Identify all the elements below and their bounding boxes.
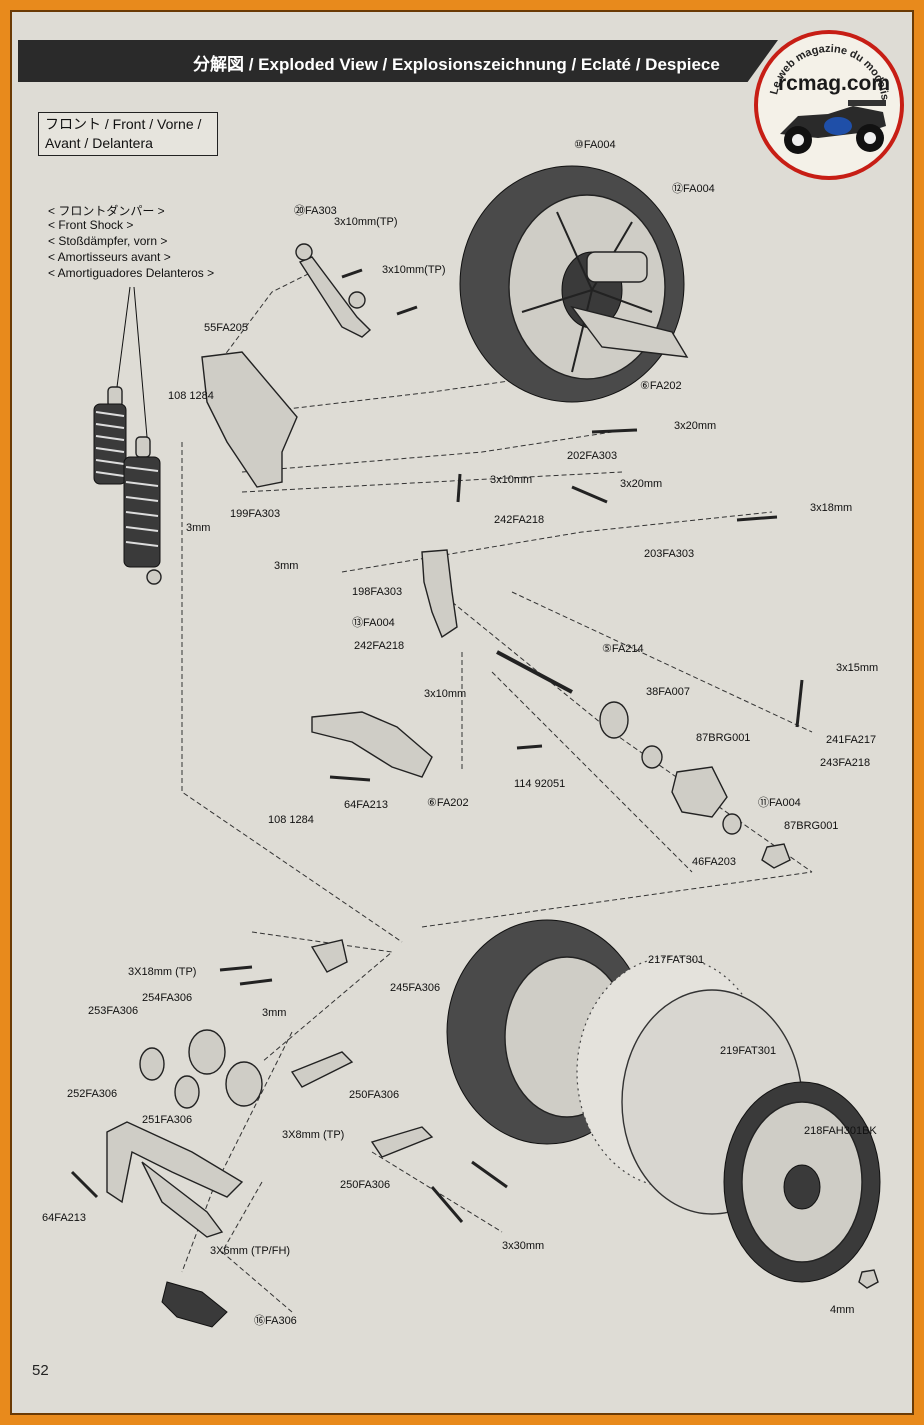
section-line-1: フロント / Front / Vorne / xyxy=(45,116,202,132)
part-label: 203FA303 xyxy=(644,548,695,560)
part-label: 242FA218 xyxy=(354,640,405,652)
rear-wheel-assembly xyxy=(446,919,881,1289)
section-line-2: Avant / Delantera xyxy=(45,135,153,151)
part-label: 108 1284 xyxy=(168,390,214,402)
part-label: 55FA205 xyxy=(204,322,249,334)
part-label: 254FA306 xyxy=(142,992,193,1004)
part-label: 3x20mm xyxy=(674,420,717,432)
screws xyxy=(70,268,804,1223)
part-label: ⑤FA214 xyxy=(602,643,644,655)
part-label: 253FA306 xyxy=(88,1005,139,1017)
part-label: ⑬FA004 xyxy=(352,617,395,629)
part-label: 3x10mm(TP) xyxy=(334,216,398,228)
part-label: 3x10mm xyxy=(490,474,533,486)
part-label: 3X8mm (TP) xyxy=(282,1129,345,1141)
part-label: 3x20mm xyxy=(620,478,663,490)
part-label: 245FA306 xyxy=(390,982,441,994)
part-label: 3x10mm(TP) xyxy=(382,264,446,276)
lower-arm xyxy=(311,711,433,778)
part-label: 252FA306 xyxy=(67,1088,118,1100)
part-label: 241FA217 xyxy=(826,734,877,746)
logo-wordmark: rcmag.com xyxy=(778,72,891,95)
part-label: 242FA218 xyxy=(494,514,545,526)
exploded-view-drawing xyxy=(70,165,881,1328)
section-box-front: フロント / Front / Vorne / Avant / Delantera xyxy=(38,112,218,156)
part-label: 3X6mm (TP/FH) xyxy=(210,1245,291,1257)
shock-tower xyxy=(201,351,298,488)
part-label: 46FA203 xyxy=(692,856,737,868)
part-label: 199FA303 xyxy=(230,508,281,520)
rcmag-logo: Le web magazine du modelisme rcmag.com xyxy=(754,30,904,180)
part-label: ⑥FA202 xyxy=(427,797,469,809)
page-number: 52 xyxy=(32,1362,49,1379)
front-wheel-assembly xyxy=(459,165,689,403)
front-shocks xyxy=(93,286,162,585)
manual-page: 分解図 / Exploded View / Explosionszeichnun… xyxy=(10,10,914,1415)
shock-title-de: < Stoßdämpfer, vorn > xyxy=(48,234,168,248)
part-label: 3mm xyxy=(274,560,299,572)
part-label: 3x10mm xyxy=(424,688,467,700)
part-label: 64FA213 xyxy=(42,1212,87,1224)
part-label: ⑥FA202 xyxy=(640,380,682,392)
part-label: 64FA213 xyxy=(344,799,389,811)
shock-title-jp: < フロントダンパー > xyxy=(48,204,165,218)
part-label: ⑫FA004 xyxy=(672,183,715,195)
part-label: 87BRG001 xyxy=(784,820,839,832)
part-label: 3x15mm xyxy=(836,662,879,674)
page-title: 分解図 / Exploded View / Explosionszeichnun… xyxy=(193,55,720,74)
steering-knuckle xyxy=(421,549,458,639)
part-label: 3x30mm xyxy=(502,1240,545,1252)
part-label: 217FAT301 xyxy=(648,954,705,966)
body-post xyxy=(298,256,372,338)
part-label: 251FA306 xyxy=(142,1114,193,1126)
drive-shaft xyxy=(496,650,791,869)
part-label: 218FAH301BK xyxy=(804,1125,877,1137)
part-label: 250FA306 xyxy=(340,1179,391,1191)
part-label: 219FAT301 xyxy=(720,1045,777,1057)
part-label: 198FA303 xyxy=(352,586,403,598)
part-label: ⑩FA004 xyxy=(574,139,616,151)
header-bar: 分解図 / Exploded View / Explosionszeichnun… xyxy=(18,40,778,82)
part-label: 250FA306 xyxy=(349,1089,400,1101)
part-label: 38FA007 xyxy=(646,686,691,698)
part-label: 4mm xyxy=(830,1304,855,1316)
part-label: 202FA303 xyxy=(567,450,618,462)
shock-title-fr: < Amortisseurs avant > xyxy=(48,250,171,264)
buggy-icon xyxy=(780,100,886,154)
part-label: 3X18mm (TP) xyxy=(128,966,197,978)
part-label: 87BRG001 xyxy=(696,732,751,744)
part-label: 114 92051 xyxy=(514,778,566,790)
part-label: ⑯FA306 xyxy=(254,1315,297,1327)
shock-title-en: < Front Shock > xyxy=(48,218,134,232)
part-label: ⑳FA303 xyxy=(294,205,337,217)
part-label: 3mm xyxy=(262,1007,287,1019)
front-bumper xyxy=(106,939,434,1328)
shock-title-es: < Amortiguadores Delanteros > xyxy=(48,266,215,280)
logo-ring-text: Le web magazine du modelisme xyxy=(758,34,891,101)
part-label: ⑪FA004 xyxy=(758,797,801,809)
part-label: 3mm xyxy=(186,522,211,534)
part-label: 108 1284 xyxy=(268,814,314,826)
part-label: 3x18mm xyxy=(810,502,853,514)
part-label: 243FA218 xyxy=(820,757,871,769)
